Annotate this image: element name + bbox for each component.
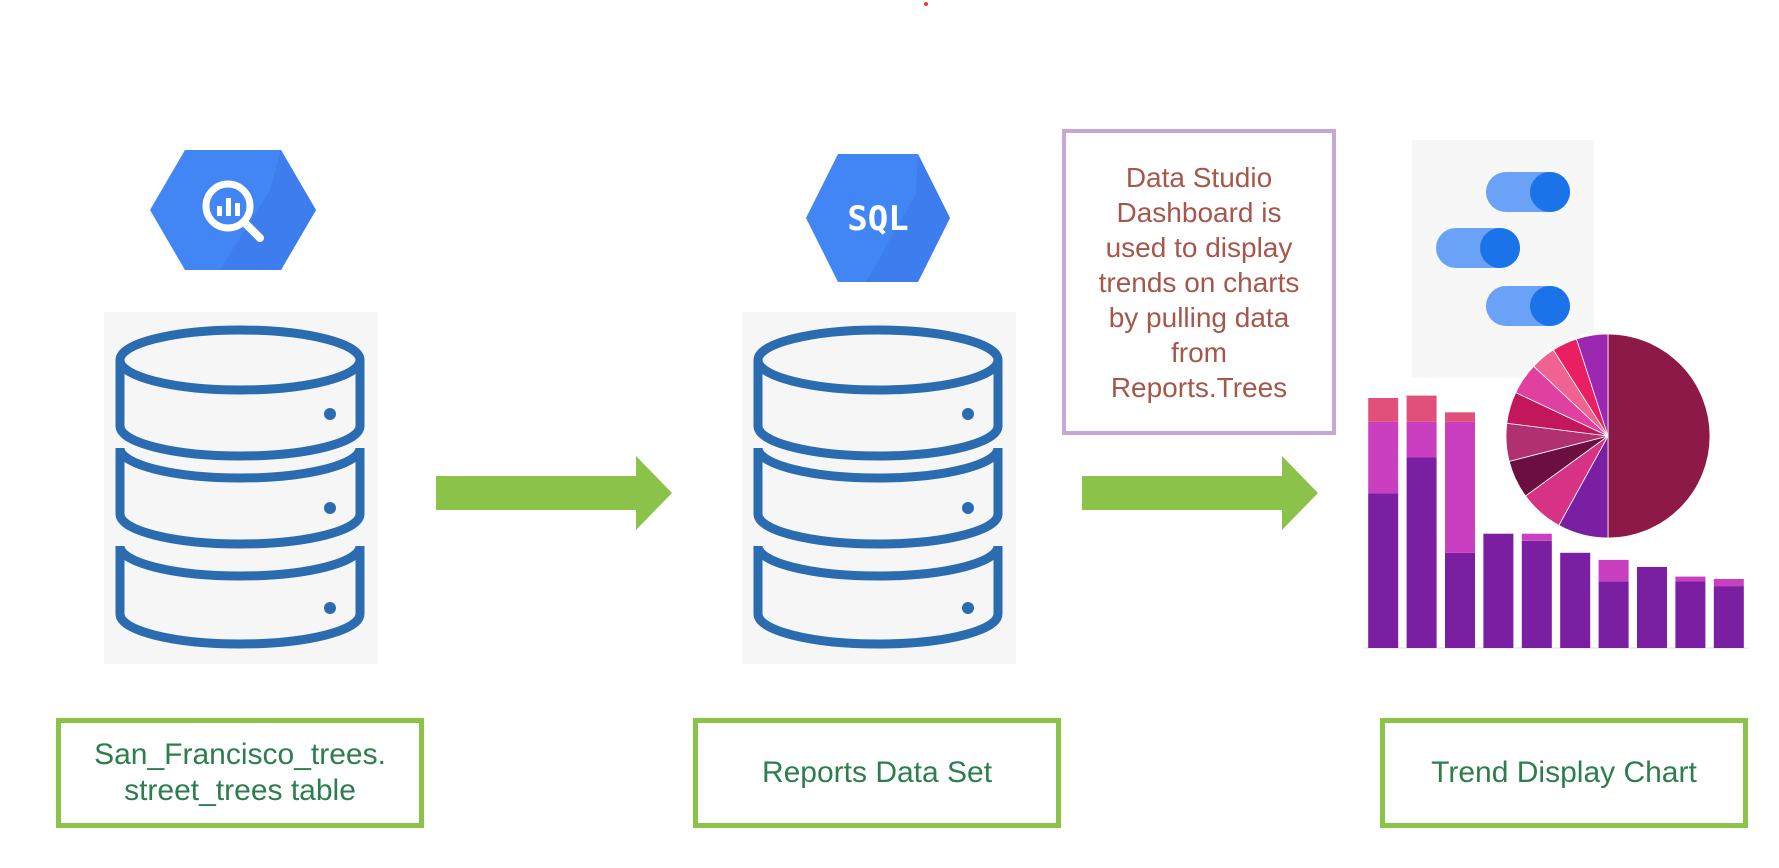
reports-dataset-label: Reports Data Set xyxy=(693,718,1061,828)
reports-dataset-label-text: Reports Data Set xyxy=(761,756,993,789)
source-table-label: San_Francisco_trees. street_trees table xyxy=(56,718,424,828)
bar-8-segment-0 xyxy=(1675,581,1706,648)
cursor-dot xyxy=(924,2,928,6)
bar-7-segment-0 xyxy=(1637,567,1667,648)
bar-5-segment-0 xyxy=(1560,552,1591,648)
source-table-label-line-1: San_Francisco_trees. xyxy=(94,738,386,771)
bar-2-segment-2 xyxy=(1445,412,1475,422)
note-line-1: Data Studio xyxy=(1125,161,1273,193)
trend-display-label-text: Trend Display Chart xyxy=(1431,756,1697,789)
source-table-label-line-2: street_trees table xyxy=(124,774,356,807)
note-line-3: used to display xyxy=(1105,231,1293,263)
bar-1-segment-0 xyxy=(1406,457,1437,648)
flow-arrow-1 xyxy=(436,456,672,530)
note-line-5: by pulling data xyxy=(1108,301,1290,333)
bigquery-icon xyxy=(150,150,316,270)
trend-display-label: Trend Display Chart xyxy=(1380,718,1748,828)
sql-badge-text: SQL xyxy=(847,199,908,239)
pie-layer xyxy=(1504,332,1712,540)
data-studio-icon xyxy=(1436,172,1570,326)
bar-0-segment-0 xyxy=(1368,493,1399,648)
pie-slice-9 xyxy=(1575,333,1609,437)
bar-6-segment-1 xyxy=(1598,559,1629,582)
bar-4-segment-0 xyxy=(1521,540,1552,648)
trend-chart xyxy=(1364,332,1748,649)
bar-8-segment-1 xyxy=(1675,576,1706,582)
dashboard-note: Data Studio Dashboard is used to display… xyxy=(1062,129,1336,435)
database-icon-reports xyxy=(753,325,1003,649)
bar-1-segment-2 xyxy=(1406,395,1437,422)
bar-0-segment-2 xyxy=(1368,398,1399,422)
note-line-7: Reports.Trees xyxy=(1110,371,1288,403)
note-line-4: trends on charts xyxy=(1098,266,1300,298)
bar-2-segment-1 xyxy=(1445,421,1475,553)
bar-9-segment-1 xyxy=(1713,579,1744,587)
flow-arrow-2 xyxy=(1082,456,1318,530)
bar-6-segment-0 xyxy=(1598,581,1629,648)
bar-1-segment-1 xyxy=(1406,421,1437,458)
database-icon-source xyxy=(115,325,365,649)
pie-slice-0 xyxy=(1607,333,1711,539)
bar-9-segment-0 xyxy=(1713,586,1744,648)
bar-2-segment-0 xyxy=(1445,552,1475,648)
sql-icon: SQL xyxy=(806,154,950,282)
bar-layer xyxy=(1368,395,1744,648)
bar-4-segment-1 xyxy=(1521,533,1552,541)
note-line-6: from xyxy=(1171,336,1227,368)
note-line-2: Dashboard is xyxy=(1116,196,1282,228)
bar-3-segment-0 xyxy=(1483,533,1514,648)
bar-0-segment-1 xyxy=(1368,421,1399,494)
